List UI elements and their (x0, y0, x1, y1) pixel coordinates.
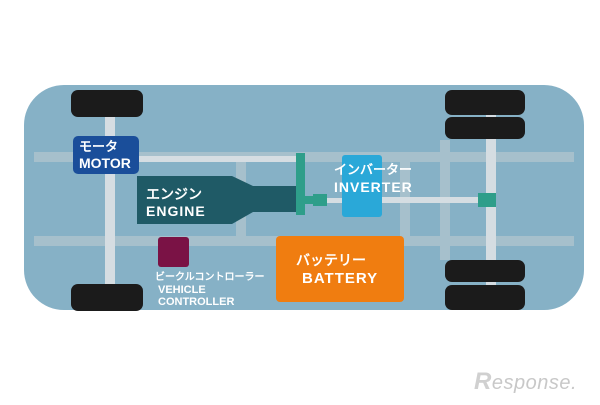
battery-label-ja: バッテリー (296, 252, 366, 268)
rear-right-wheel-outer (445, 285, 525, 310)
inverter-joint (313, 194, 327, 206)
rear-differential (478, 193, 496, 207)
inverter-label-en: INVERTER (334, 179, 413, 195)
motor-shaft (139, 156, 301, 162)
battery-label-en: BATTERY (302, 270, 379, 287)
drive-joints (296, 153, 496, 215)
coupler-link (305, 196, 313, 204)
battery-box (276, 236, 404, 302)
vehicle-controller-label-ja: ビークルコントローラー (155, 272, 265, 283)
motor-label-ja: モータ (79, 139, 119, 154)
front-right-wheel (71, 284, 143, 311)
vehicle-controller-label-en-1: VEHICLE (158, 284, 206, 296)
vehicle-controller-label-en-2: CONTROLLER (158, 296, 235, 308)
response-watermark: Response. (474, 368, 577, 396)
engine-block (137, 176, 298, 224)
rear-left-wheel-inner (445, 117, 525, 139)
rear-left-wheel-outer (445, 90, 525, 115)
response-logo-letter: R (474, 368, 492, 395)
rear-right-wheel-inner (445, 260, 525, 282)
inverter-link-shaft (326, 198, 344, 203)
inverter-box (342, 155, 382, 217)
front-axle-shaft (105, 108, 115, 298)
engine-coupler (296, 153, 305, 215)
vehicle-controller-box (158, 237, 189, 267)
motor-label-en: MOTOR (79, 155, 131, 171)
propeller-shaft (382, 197, 488, 203)
engine-label-ja: エンジン (146, 186, 202, 202)
inverter-label-ja: インバーター (334, 162, 413, 177)
front-axle-group (71, 90, 143, 311)
drive-shafts (139, 156, 488, 203)
rear-axle-group (445, 90, 525, 310)
engine-label-en: ENGINE (146, 203, 206, 219)
response-logo-text: esponse. (491, 372, 578, 394)
front-left-wheel (71, 90, 143, 117)
motor-box (73, 136, 139, 174)
